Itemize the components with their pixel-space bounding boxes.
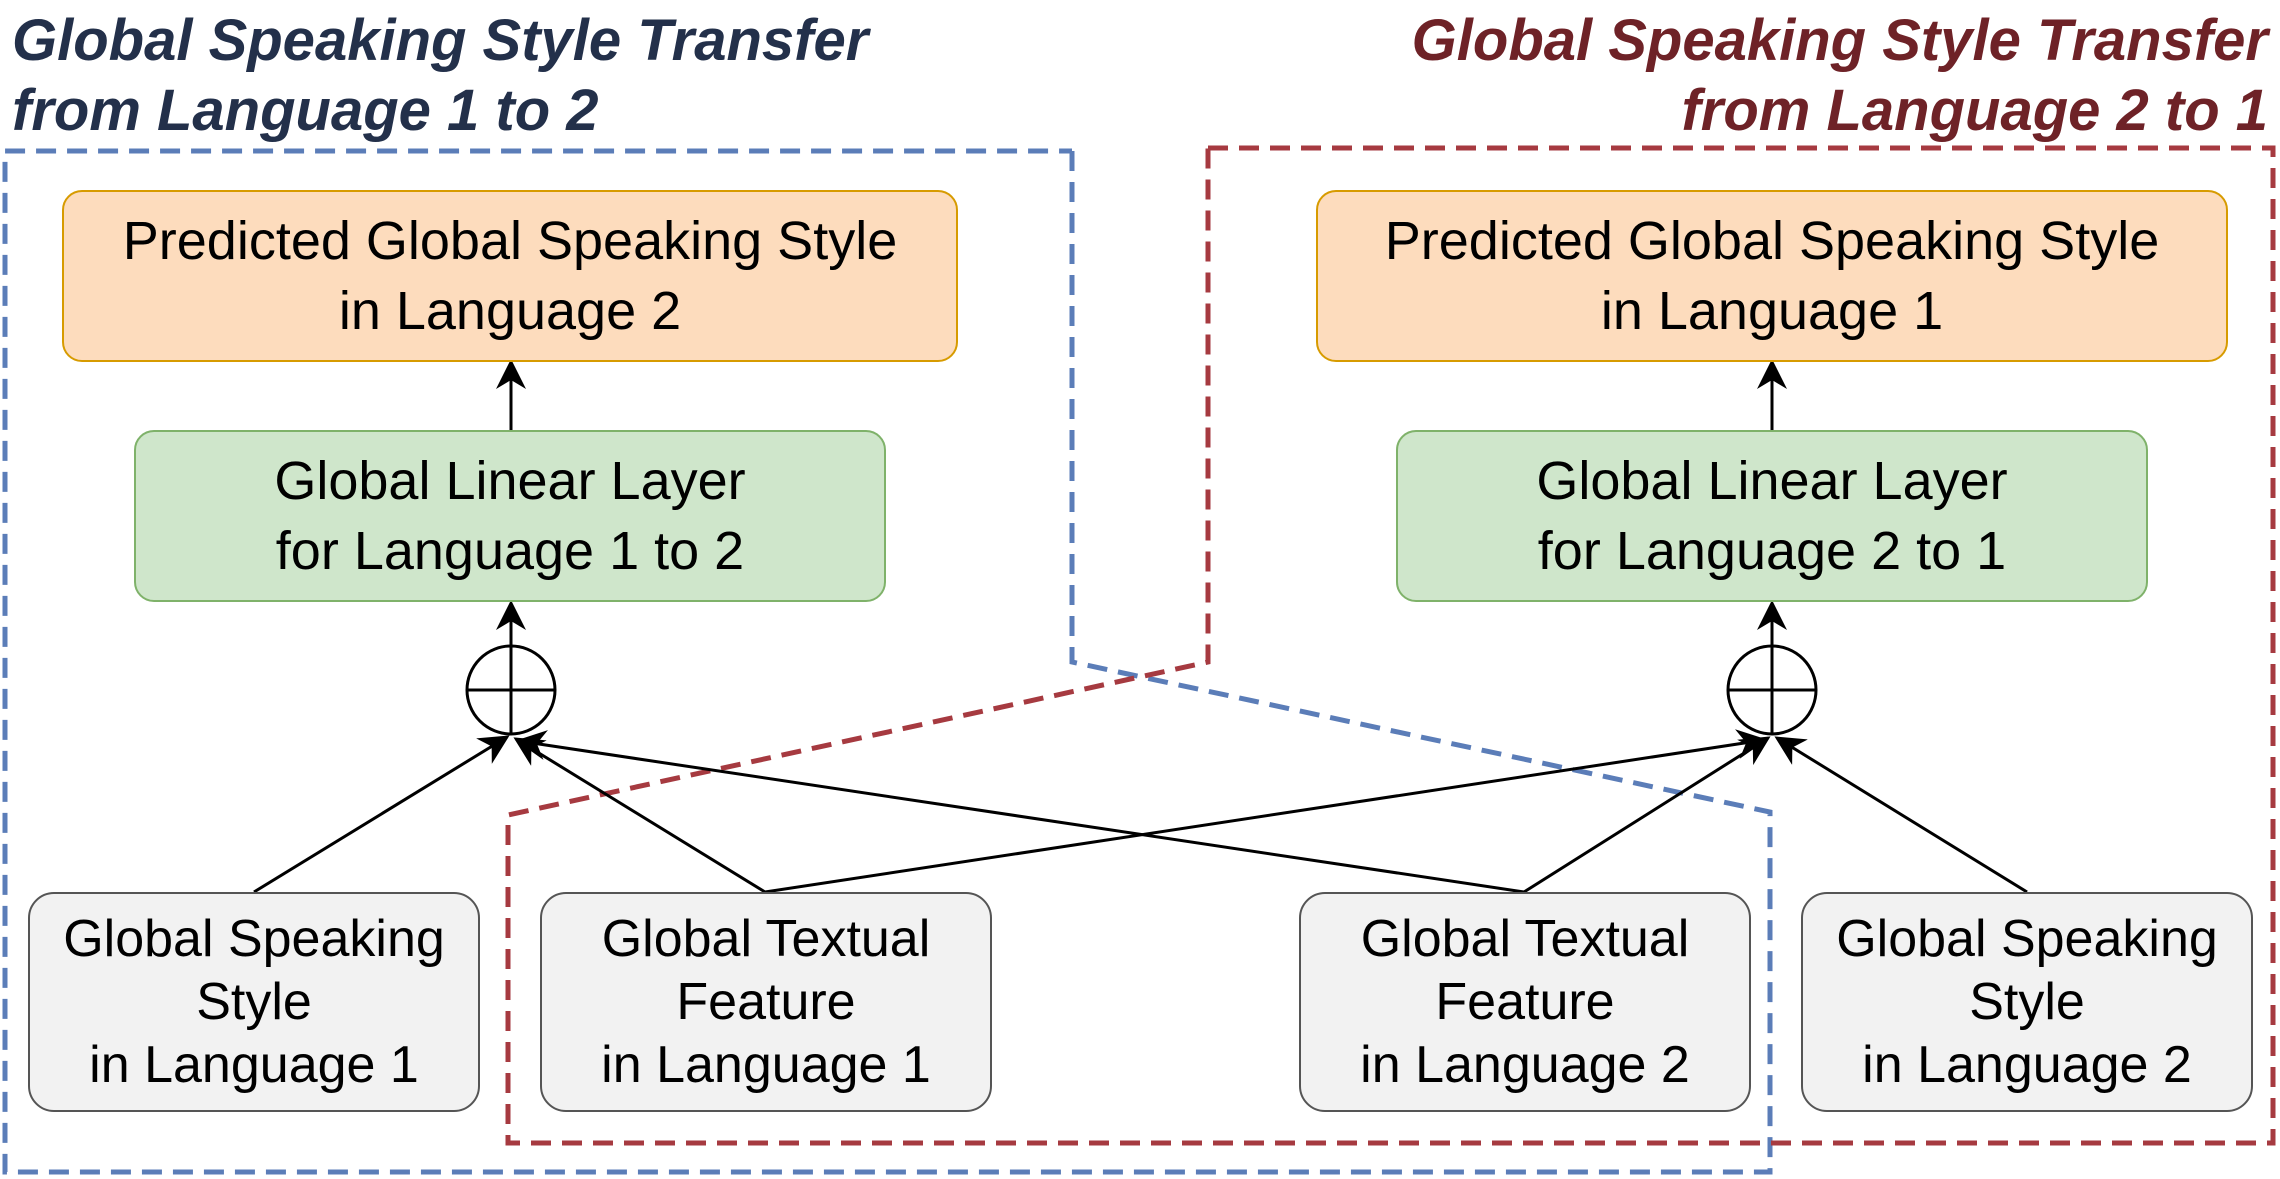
text-lang2-to-left-sum-arrow: [516, 730, 1525, 894]
right-heading-line2: from Language 2 to 1: [1681, 78, 2268, 143]
style-lang1-line2: Style: [196, 972, 312, 1031]
text-lang1-line3: in Language 1: [601, 1035, 931, 1094]
style-lang1-to-left-sum-arrow: [253, 735, 510, 894]
left-linear-layer-box: Global Linear Layer for Language 1 to 2: [134, 430, 886, 602]
left-group-heading: Global Speaking Style Transfer from Lang…: [12, 6, 868, 146]
style-lang1-box: Global Speaking Style in Language 1: [28, 892, 480, 1112]
left-linear-line1: Global Linear Layer: [274, 451, 746, 511]
right-group-heading: Global Speaking Style Transfer from Lang…: [1412, 6, 2268, 146]
left-output-line1: Predicted Global Speaking Style: [122, 211, 898, 271]
style-lang1-line1: Global Speaking: [63, 909, 445, 968]
right-output-line1: Predicted Global Speaking Style: [1384, 211, 2160, 271]
text-lang1-to-right-sum-arrow: [764, 729, 1767, 894]
right-linear-line1: Global Linear Layer: [1536, 451, 2008, 511]
left-sum-node: [465, 644, 557, 736]
text-lang2-line1: Global Textual: [1360, 909, 1690, 968]
left-group-outline: [2, 148, 1773, 1175]
text-lang2-line3: in Language 2: [1360, 1035, 1690, 1094]
style-lang1-line3: in Language 1: [89, 1035, 419, 1094]
style-lang2-line2: Style: [1969, 972, 2085, 1031]
right-group-outline: [505, 145, 2276, 1146]
style-lang2-line1: Global Speaking: [1836, 909, 2218, 968]
right-output-box: Predicted Global Speaking Style in Langu…: [1316, 190, 2228, 362]
text-lang2-line2: Feature: [1435, 972, 1615, 1031]
left-linear-line2: for Language 1 to 2: [275, 521, 745, 581]
text-lang1-box: Global Textual Feature in Language 1: [540, 892, 992, 1112]
style-lang2-box: Global Speaking Style in Language 2: [1801, 892, 2253, 1112]
right-linear-layer-box: Global Linear Layer for Language 2 to 1: [1396, 430, 2148, 602]
text-lang2-box: Global Textual Feature in Language 2: [1299, 892, 1751, 1112]
text-lang1-line2: Feature: [676, 972, 856, 1031]
left-heading-line2: from Language 1 to 2: [12, 78, 599, 143]
text-lang1-to-left-sum-arrow: [513, 737, 766, 894]
style-lang2-to-right-sum-arrow: [1774, 736, 2028, 894]
right-sum-node: [1726, 644, 1818, 736]
text-lang2-to-right-sum-arrow: [1523, 736, 1771, 894]
style-lang2-line3: in Language 2: [1862, 1035, 2192, 1094]
left-output-line2: in Language 2: [338, 281, 682, 341]
right-heading-line1: Global Speaking Style Transfer: [1411, 8, 2268, 73]
right-output-line2: in Language 1: [1600, 281, 1944, 341]
left-heading-line1: Global Speaking Style Transfer: [12, 8, 869, 73]
right-linear-line2: for Language 2 to 1: [1537, 521, 2007, 581]
left-output-box: Predicted Global Speaking Style in Langu…: [62, 190, 958, 362]
text-lang1-line1: Global Textual: [601, 909, 931, 968]
